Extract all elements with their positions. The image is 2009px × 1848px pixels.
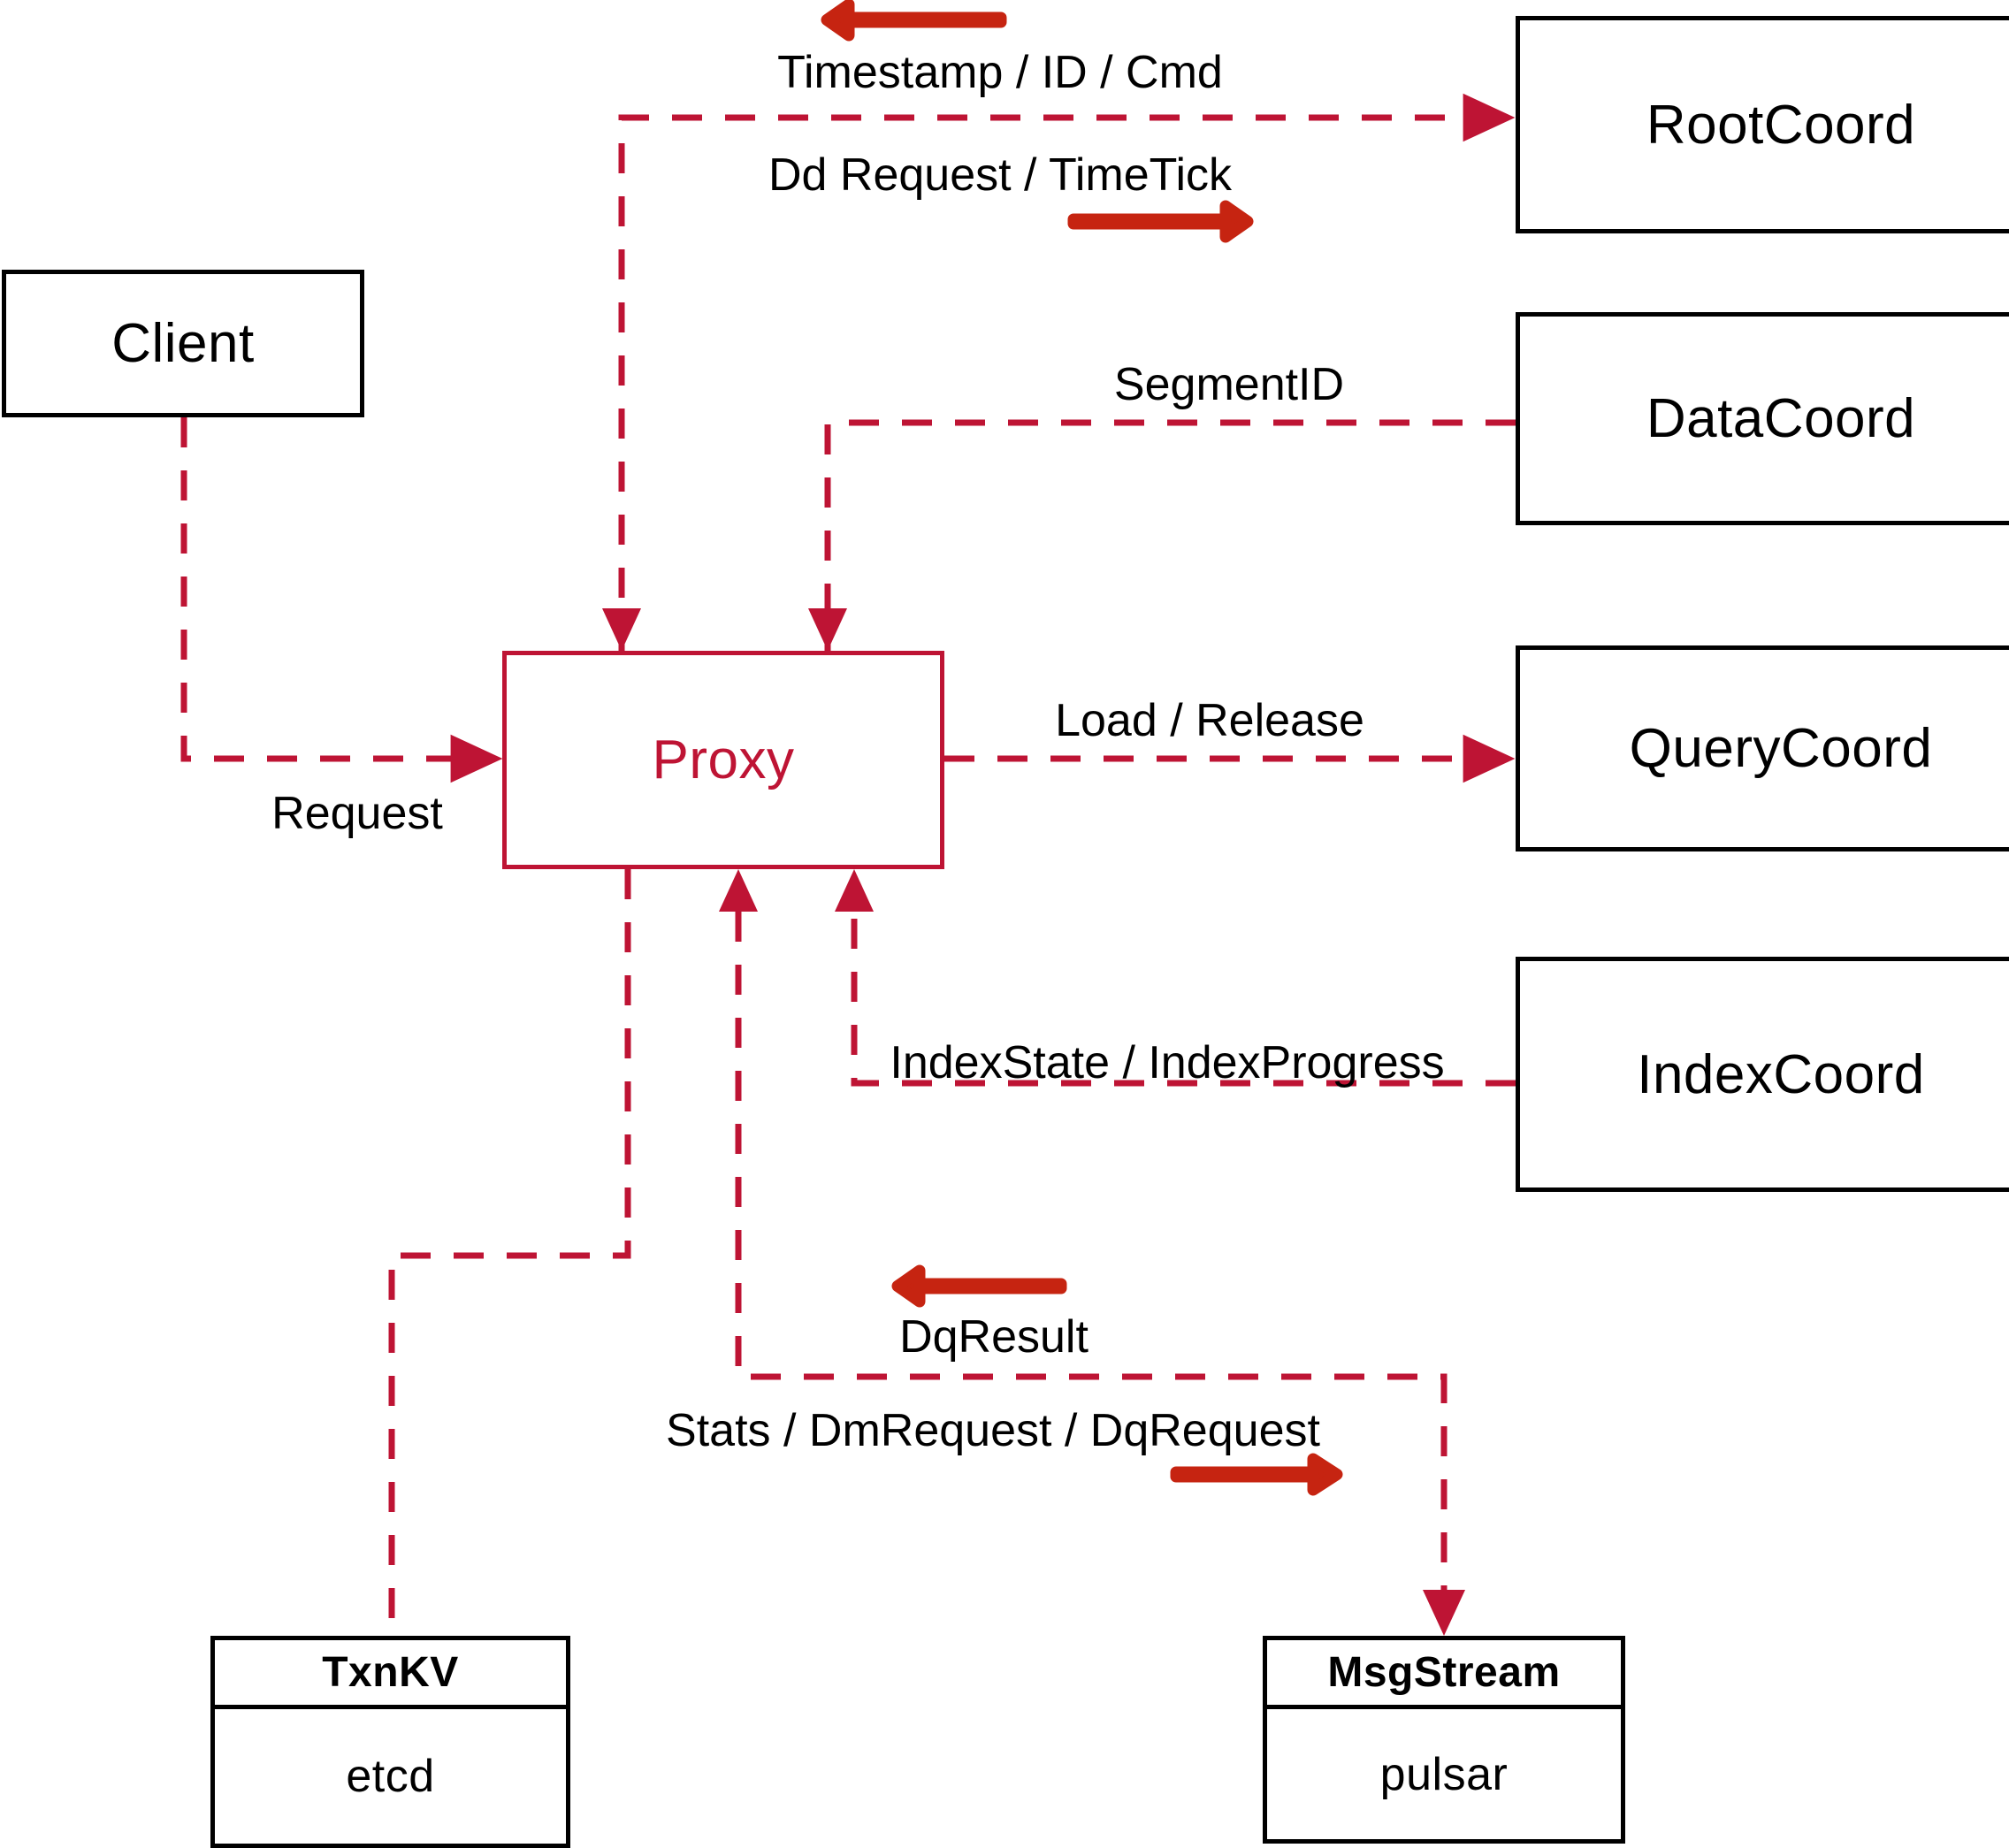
node-msgstream-title: MsgStream [1327, 1649, 1561, 1696]
node-proxy-label: Proxy [652, 729, 795, 790]
node-rootcoord[interactable]: RootCoord [1516, 16, 2009, 233]
node-client[interactable]: Client [2, 270, 364, 417]
edge-proxy-txnkv [388, 869, 631, 1636]
edge-label-load-release: Load / Release [1055, 695, 1364, 746]
edge-datacoord-proxy [808, 419, 1516, 651]
edge-label-stats-dmrequest-dqrequest: Stats / DmRequest / DqRequest [666, 1405, 1320, 1456]
direction-arrow-dqrequest-right [1170, 1453, 1343, 1496]
node-txnkv-body: etcd [215, 1709, 566, 1844]
edge-label-indexstate-indexprogress: IndexState / IndexProgress [890, 1037, 1445, 1088]
node-querycoord-label: QueryCoord [1629, 718, 1933, 779]
node-rootcoord-label: RootCoord [1646, 94, 1916, 156]
edge-label-dqresult: DqResult [899, 1311, 1089, 1363]
direction-arrow-ddrequest-right [1067, 200, 1254, 243]
edge-label-dd-request-timetick: Dd Request / TimeTick [768, 149, 1233, 201]
node-client-label: Client [111, 313, 255, 374]
node-msgstream-body: pulsar [1267, 1709, 1621, 1839]
edge-indexcoord-proxy [835, 869, 1516, 1087]
edge-proxy-rootcoord [602, 93, 1516, 651]
node-querycoord[interactable]: QueryCoord [1516, 645, 2009, 851]
edge-label-request: Request [271, 788, 443, 839]
node-txnkv[interactable]: TxnKV etcd [210, 1636, 570, 1848]
node-txnkv-impl: etcd [346, 1751, 435, 1802]
node-txnkv-title: TxnKV [322, 1649, 459, 1696]
node-txnkv-header: TxnKV [215, 1640, 566, 1709]
node-indexcoord-label: IndexCoord [1637, 1043, 1925, 1105]
node-msgstream[interactable]: MsgStream pulsar [1263, 1636, 1625, 1844]
edge-label-segmentid: SegmentID [1113, 359, 1345, 410]
node-datacoord-label: DataCoord [1646, 388, 1916, 449]
direction-arrow-timestamp-left [821, 0, 1007, 42]
node-msgstream-header: MsgStream [1267, 1640, 1621, 1709]
direction-arrow-dqresult-left [891, 1264, 1067, 1308]
node-indexcoord[interactable]: IndexCoord [1516, 957, 2009, 1192]
node-msgstream-impl: pulsar [1379, 1748, 1509, 1800]
edge-label-timestamp-id-cmd: Timestamp / ID / Cmd [777, 47, 1223, 98]
edge-client-proxy [180, 417, 503, 783]
node-datacoord[interactable]: DataCoord [1516, 312, 2009, 525]
node-proxy[interactable]: Proxy [502, 651, 944, 869]
edge-proxy-msgstream [719, 869, 1465, 1636]
